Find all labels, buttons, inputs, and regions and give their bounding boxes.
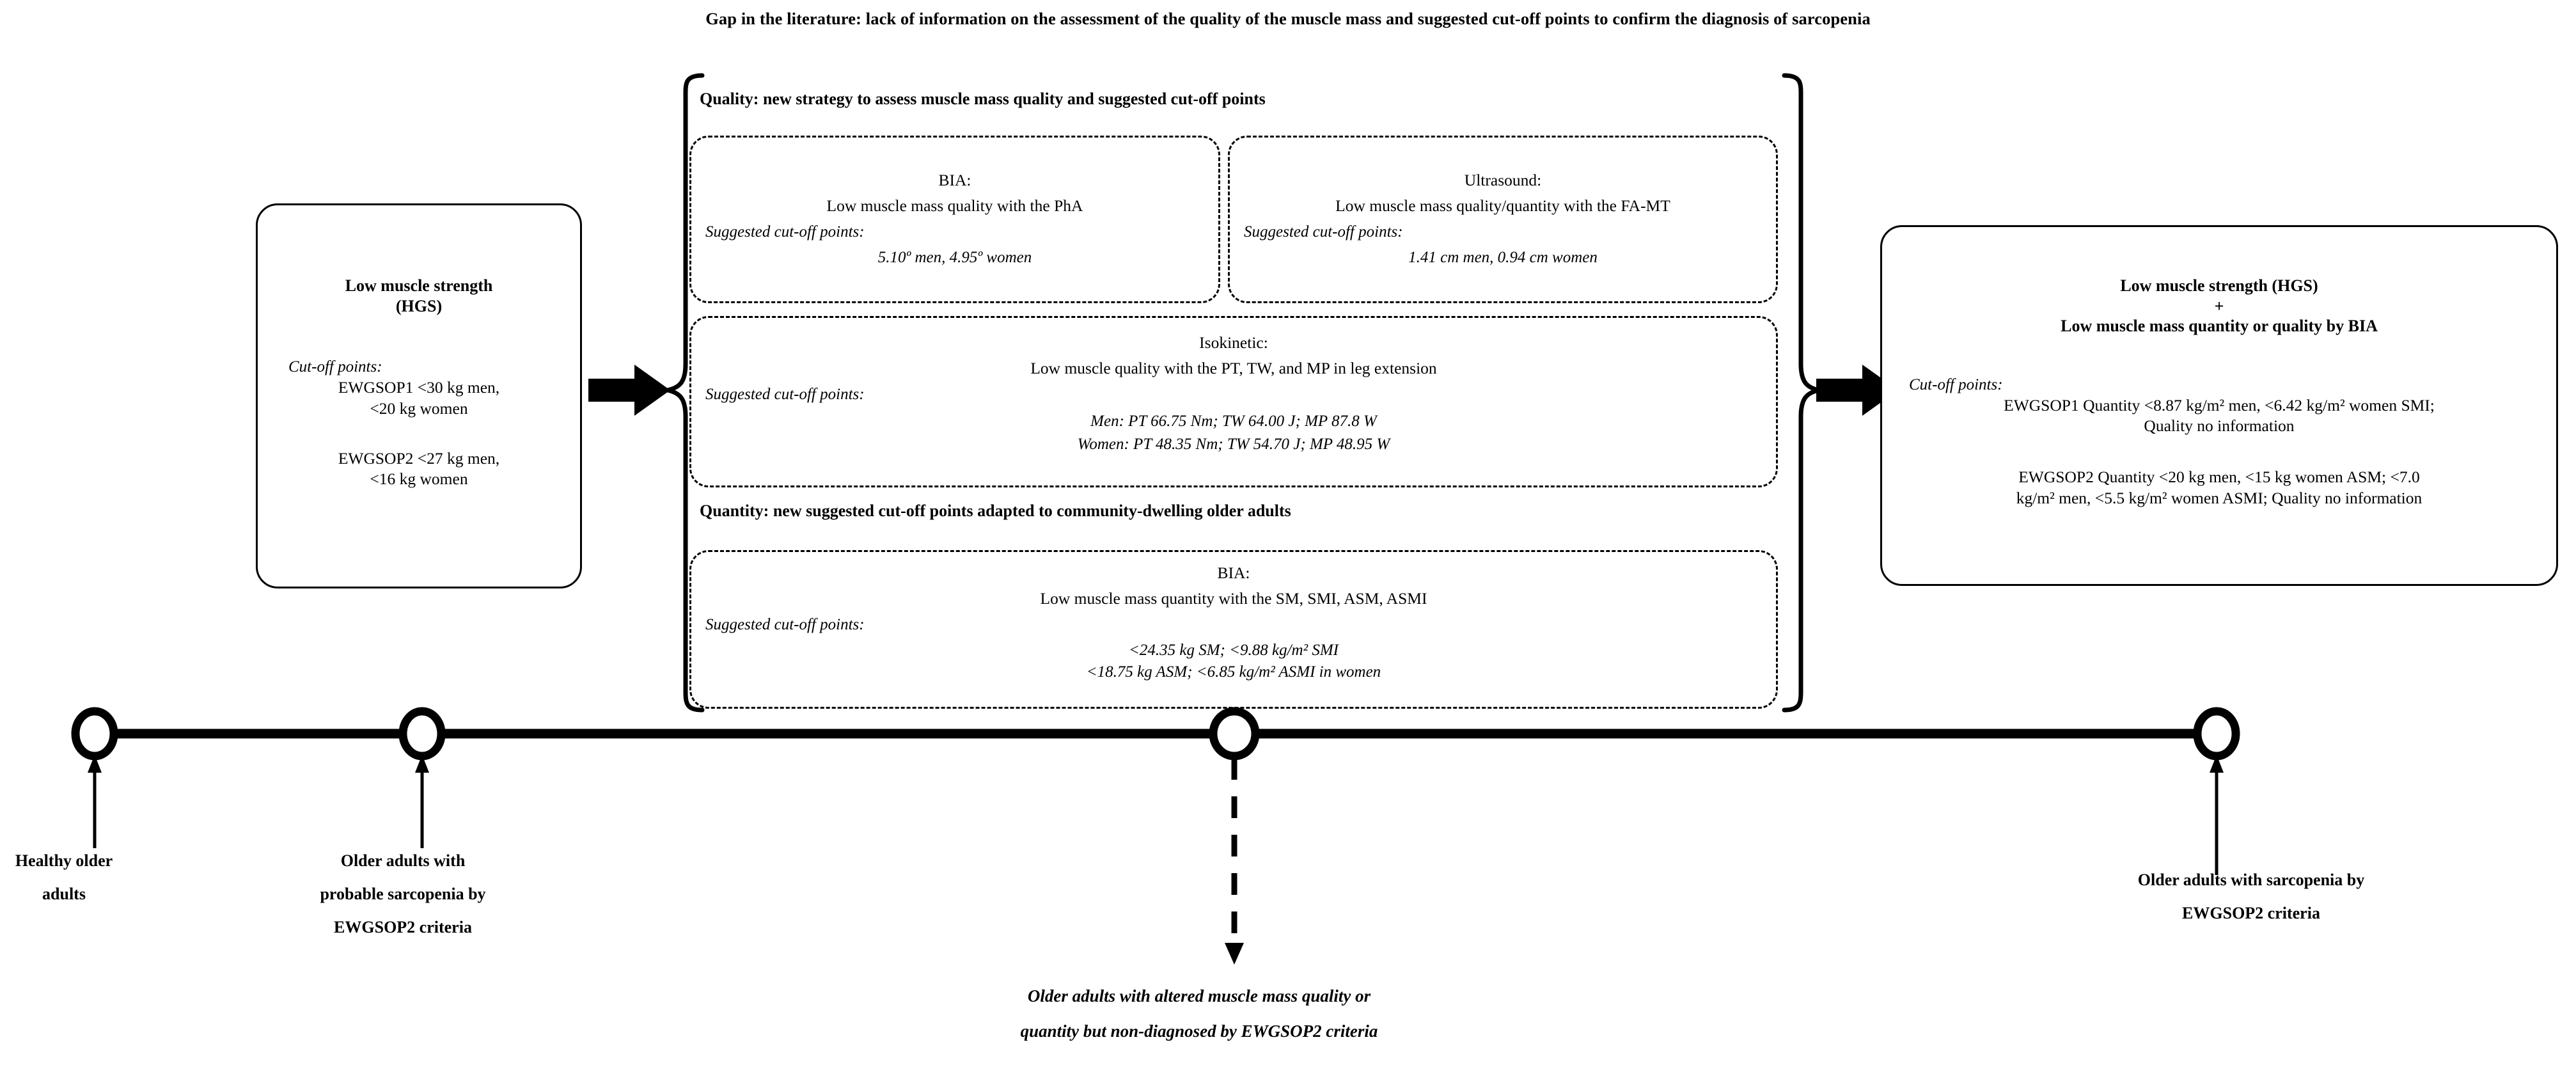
low-muscle-strength-box: Low muscle strength (HGS) Cut-off points… [256, 203, 582, 588]
bia-quantity-head: BIA: [1217, 564, 1250, 582]
timeline-label-nondiagnosed: Older adults with altered muscle mass qu… [799, 979, 1599, 1050]
arrow-left-to-center [588, 362, 671, 418]
isokinetic-values-women: Women: PT 48.35 Nm; TW 54.70 J; MP 48.95… [1077, 436, 1390, 453]
pointer-arrow-sarcopenia [2210, 755, 2224, 875]
bia-quality-head: BIA: [938, 171, 971, 189]
right-box-title: Low muscle strength (HGS) + Low muscle m… [1882, 276, 2556, 336]
pointer-arrow-healthy [88, 755, 102, 848]
timeline-label-sarcopenia-line2: EWGSOP2 criteria [2182, 904, 2320, 922]
right-box-ewgsop1-line1: EWGSOP1 Quantity <8.87 kg/m² men, <6.42 … [2004, 396, 2435, 415]
left-box-title: Low muscle strength (HGS) [273, 276, 565, 316]
timeline-label-sarcopenia-line1: Older adults with sarcopenia by [2137, 871, 2365, 889]
right-box-ewgsop2-line1: EWGSOP2 Quantity <20 kg men, <15 kg wome… [2018, 468, 2420, 487]
right-box-ewgsop1-line2: Quality no information [2144, 416, 2295, 436]
timeline-label-nondiagnosed-line2: quantity but non-diagnosed by EWGSOP2 cr… [1020, 1022, 1378, 1041]
timeline-label-healthy: Healthy older adults [0, 844, 179, 911]
bia-quantity-box: BIA: Low muscle mass quantity with the S… [689, 550, 1778, 709]
left-box-cutoff-label: Cut-off points: [288, 358, 382, 376]
quality-section-header: Quality: new strategy to assess muscle m… [700, 90, 1266, 108]
right-box-title-plus: + [2214, 296, 2224, 315]
ultrasound-head: Ultrasound: [1464, 171, 1542, 189]
timeline-node-probable [398, 707, 446, 761]
timeline-label-nondiagnosed-line1: Older adults with altered muscle mass qu… [1027, 986, 1371, 1006]
left-box-ewgsop2-line2: <16 kg women [370, 469, 468, 488]
right-box-ewgsop2-line2: kg/m² men, <5.5 kg/m² women ASMI; Qualit… [2016, 488, 2423, 507]
bia-quality-box: BIA: Low muscle mass quality with the Ph… [689, 136, 1220, 303]
timeline-label-probable: Older adults with probable sarcopenia by… [243, 844, 563, 944]
right-box-title-line2: Low muscle mass quantity or quality by B… [2061, 317, 2378, 336]
bia-quantity-sub: Low muscle mass quantity with the SM, SM… [1040, 589, 1427, 608]
ultrasound-sub: Low muscle mass quality/quantity with th… [1335, 196, 1670, 215]
quantity-section-header: Quantity: new suggested cut-off points a… [700, 501, 1291, 520]
bia-quantity-cutoff-label: Suggested cut-off points: [705, 616, 865, 633]
left-curly-brace [665, 73, 705, 713]
timeline-label-probable-line1: Older adults with [340, 851, 466, 870]
figure-title: Gap in the literature: lack of informati… [705, 9, 1871, 28]
timeline-label-healthy-line2: adults [42, 885, 86, 903]
timeline-label-probable-line3: EWGSOP2 criteria [334, 918, 472, 936]
isokinetic-values-men: Men: PT 66.75 Nm; TW 64.00 J; MP 87.8 W [1090, 413, 1377, 430]
isokinetic-sub: Low muscle quality with the PT, TW, and … [1030, 359, 1437, 377]
timeline-label-probable-line2: probable sarcopenia by [320, 885, 486, 903]
bia-quality-cutoff-label: Suggested cut-off points: [705, 223, 865, 241]
bia-quality-sub: Low muscle mass quality with the PhA [826, 196, 1083, 215]
bia-quantity-values-line1: <24.35 kg SM; <9.88 kg/m² SMI [1129, 642, 1339, 659]
timeline-node-middle [1209, 707, 1260, 761]
bia-quality-values: 5.10º men, 4.95º women [877, 249, 1032, 266]
right-curly-brace [1782, 73, 1821, 713]
dashed-arrow-nondiagnosed [1225, 758, 1244, 965]
left-box-ewgsop1-line1: EWGSOP1 <30 kg men, [338, 378, 500, 397]
isokinetic-box: Isokinetic: Low muscle quality with the … [689, 316, 1778, 487]
left-box-title-line1: Low muscle strength [345, 276, 493, 295]
isokinetic-cutoff-label: Suggested cut-off points: [705, 386, 865, 403]
ultrasound-values: 1.41 cm men, 0.94 cm women [1408, 249, 1598, 266]
bia-quantity-values-line2: <18.75 kg ASM; <6.85 kg/m² ASMI in women [1086, 663, 1381, 681]
timeline-node-healthy [71, 707, 118, 761]
timeline-label-healthy-line1: Healthy older [15, 851, 113, 870]
ultrasound-box: Ultrasound: Low muscle mass quality/quan… [1228, 136, 1778, 303]
timeline-label-sarcopenia: Older adults with sarcopenia by EWGSOP2 … [2008, 864, 2494, 930]
timeline-node-sarcopenia [2193, 707, 2240, 761]
right-box-title-line1: Low muscle strength (HGS) [2120, 276, 2318, 295]
sarcopenia-diagnosis-box: Low muscle strength (HGS) + Low muscle m… [1880, 225, 2558, 586]
left-box-ewgsop1-line2: <20 kg women [370, 398, 468, 418]
right-box-cutoff-label: Cut-off points: [1909, 376, 2003, 394]
isokinetic-head: Isokinetic: [1199, 333, 1268, 352]
left-box-title-line2: (HGS) [395, 296, 443, 315]
pointer-arrow-probable [415, 755, 429, 848]
ultrasound-cutoff-label: Suggested cut-off points: [1244, 223, 1403, 241]
timeline [0, 691, 2576, 1049]
arrow-center-to-right [1816, 362, 1899, 418]
left-box-ewgsop2-line1: EWGSOP2 <27 kg men, [338, 448, 500, 468]
